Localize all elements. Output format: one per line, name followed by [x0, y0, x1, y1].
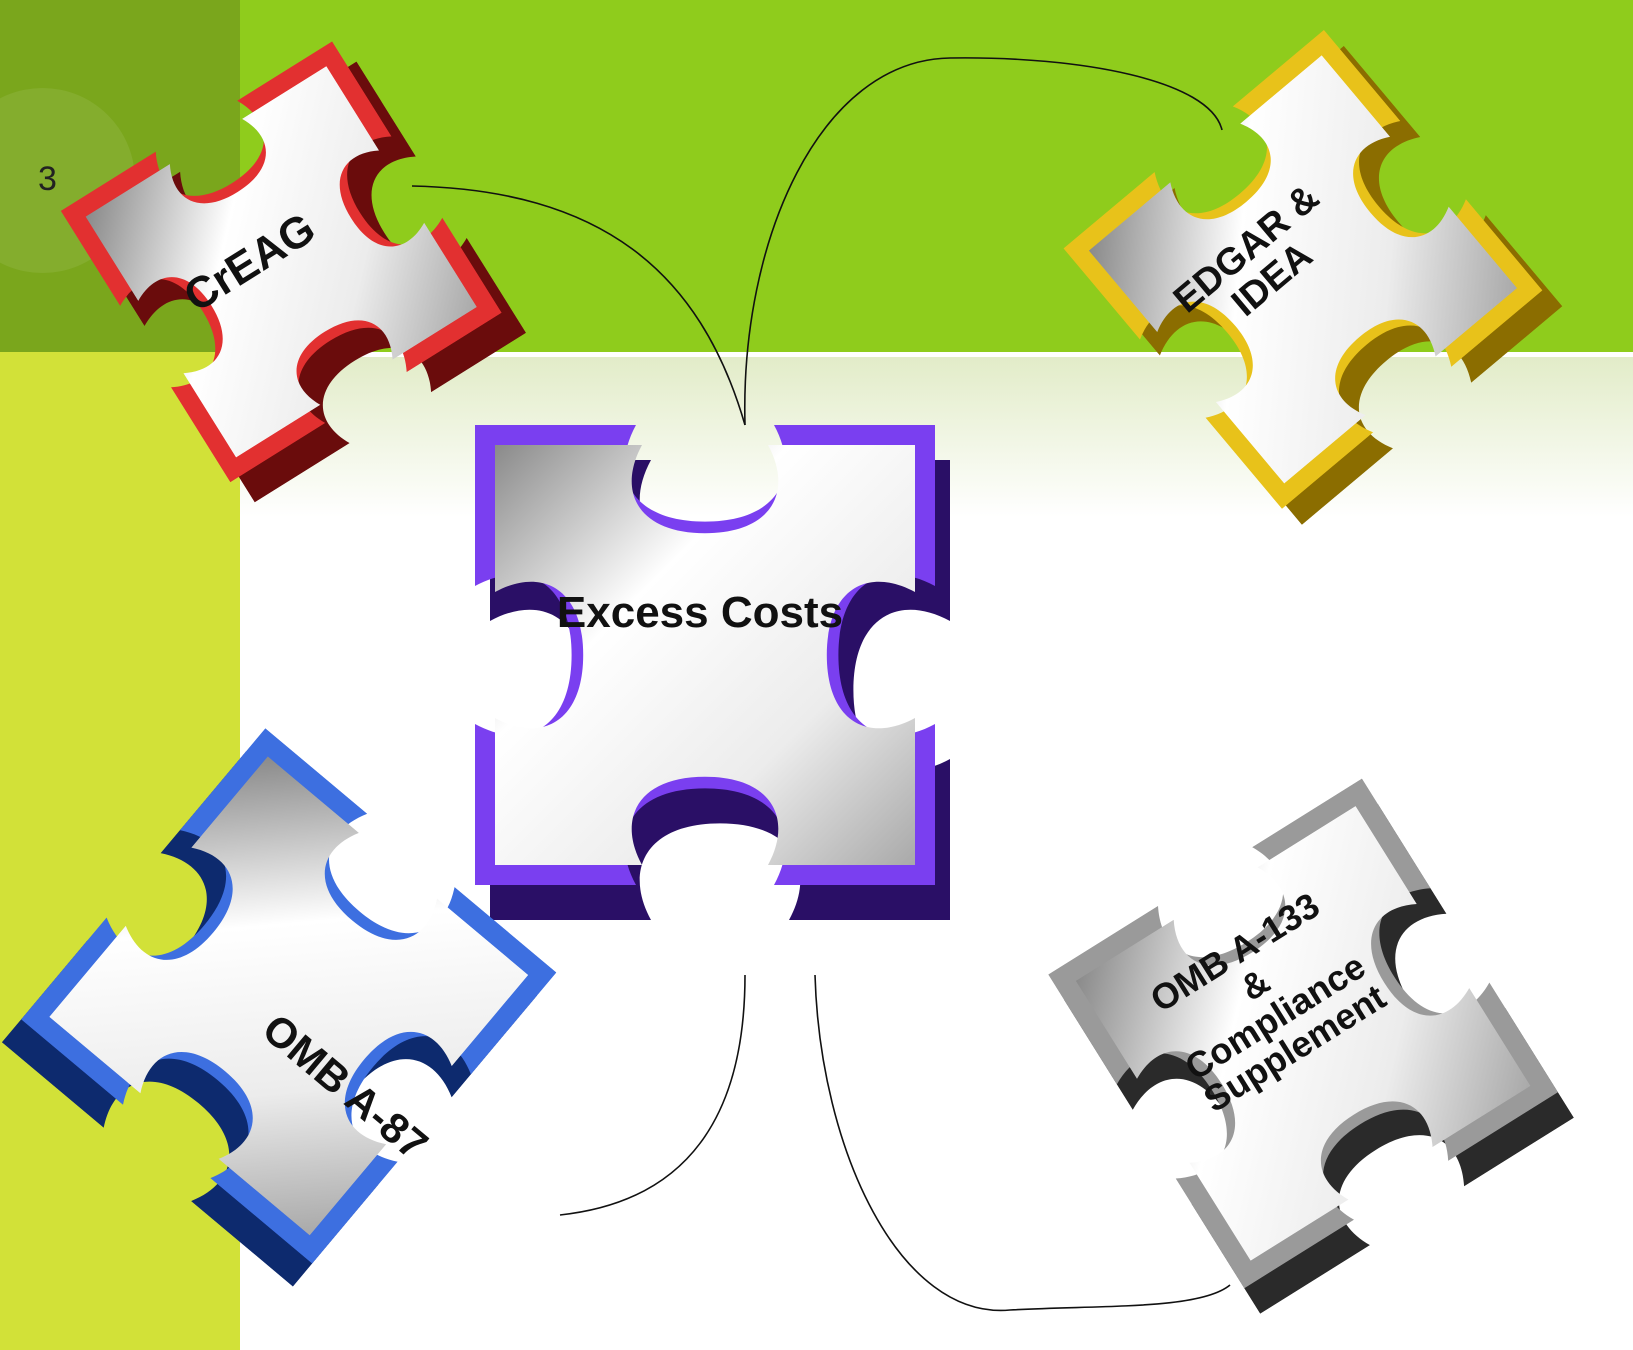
connector-creag [411, 185, 746, 426]
connector-omb133 [814, 974, 1231, 1312]
label-excess-costs: Excess Costs [556, 588, 844, 637]
header-divider [0, 352, 1633, 357]
connector-edgar [744, 57, 1223, 426]
connector-omb87 [559, 974, 746, 1216]
puzzle-piece-edgar [1063, 29, 1563, 525]
puzzle-piece-creag [60, 41, 527, 503]
puzzle-piece-excess-costs [475, 425, 950, 920]
connector-lines [411, 57, 1231, 1312]
slide-number: 3 [38, 160, 57, 198]
